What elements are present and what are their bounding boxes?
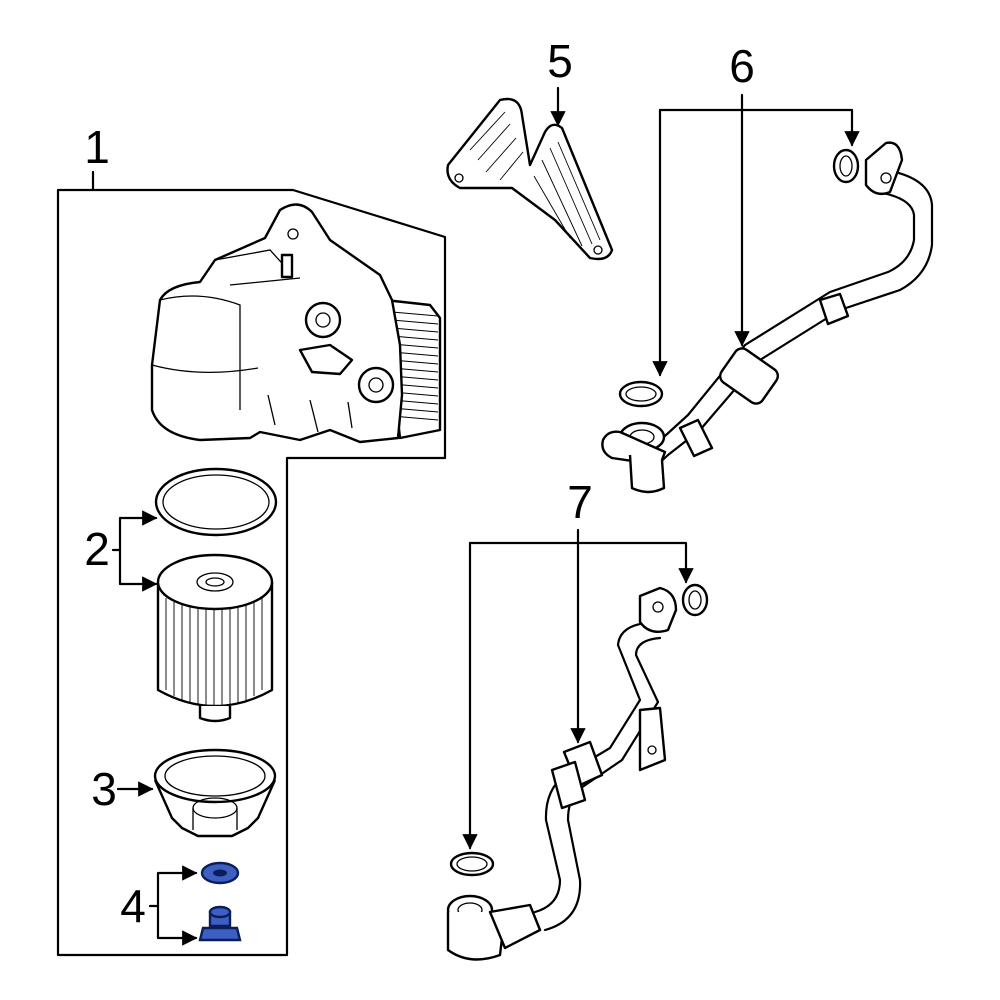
oil-filter-housing	[150, 203, 442, 444]
callout-4-leader	[148, 865, 198, 946]
oil-line-lower-o-ring-upper	[681, 583, 709, 617]
callout-6: 6	[729, 40, 755, 92]
callout-7: 7	[567, 476, 593, 528]
filter-gasket-ring	[154, 467, 278, 537]
callout-5: 5	[547, 35, 573, 87]
callout-7-leader	[462, 528, 694, 850]
callout-6-leader	[652, 93, 860, 377]
assembly-1-bracket	[56, 170, 447, 957]
drain-plug-washer	[200, 861, 240, 885]
mounting-bracket	[446, 97, 614, 261]
drain-plug-bolt	[198, 905, 242, 942]
oil-line-lower-o-ring-lower	[449, 851, 495, 877]
callout-3: 3	[91, 763, 117, 815]
oil-filter-element	[156, 553, 274, 723]
oil-line-upper-o-ring-lower	[618, 380, 664, 408]
oil-line-lower	[446, 586, 678, 961]
callout-2: 2	[84, 523, 110, 575]
oil-line-upper	[601, 141, 934, 494]
callout-1: 1	[84, 121, 110, 173]
callout-4: 4	[120, 880, 146, 932]
oil-filter-cap	[153, 748, 277, 838]
oil-line-upper-o-ring-upper	[832, 148, 860, 184]
callout-2-leader	[111, 510, 158, 592]
